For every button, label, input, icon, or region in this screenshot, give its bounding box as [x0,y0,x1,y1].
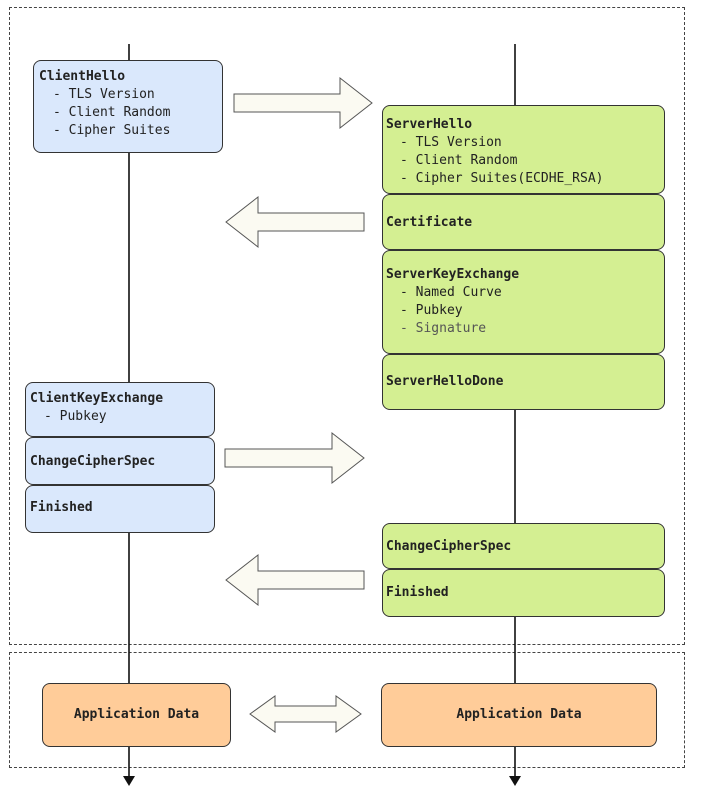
server-key-exchange-title: ServerKeyExchange [386,267,520,282]
server-key-exchange-item: - Named Curve [400,285,502,300]
arrow-server-hello-to-client [225,195,365,249]
arrow-key-exchange-to-server [224,431,365,485]
server-change-cipher-spec-box: ChangeCipherSpec [382,523,665,569]
client-hello-box: ClientHello - TLS Version - Client Rando… [33,60,223,153]
server-application-data-label: Application Data [456,707,582,722]
server-hello-title: ServerHello [386,117,473,132]
client-hello-item: - Cipher Suites [53,123,171,138]
client-finished-title: Finished [30,500,93,515]
server-hello-item: - Client Random [400,153,518,168]
arrow-server-finished-to-client [225,553,365,607]
client-hello-item: - Client Random [53,105,171,120]
client-key-exchange-title: ClientKeyExchange [30,391,164,406]
server-key-exchange-item: - Pubkey [400,303,463,318]
server-key-exchange-item: - Signature [400,321,487,336]
server-hello-item: - TLS Version [400,135,502,150]
client-lifeline-arrowhead [123,776,135,786]
server-hello-item: - Cipher Suites(ECDHE_RSA) [400,171,604,186]
server-finished-title: Finished [386,585,449,600]
server-change-cipher-spec-title: ChangeCipherSpec [386,539,512,554]
client-key-exchange-box: ClientKeyExchange - Pubkey [25,382,215,437]
arrow-client-hello-to-server [233,76,373,130]
client-application-data-label: Application Data [73,707,200,722]
client-application-data-box: Application Data [42,683,231,747]
certificate-box: Certificate [382,194,665,250]
client-hello-item: - TLS Version [53,87,155,102]
client-finished-box: Finished [25,485,215,533]
client-key-exchange-item: - Pubkey [44,409,107,424]
client-change-cipher-spec-title: ChangeCipherSpec [30,454,156,469]
certificate-title: Certificate [386,215,473,230]
arrow-application-data-bidirectional [249,695,362,733]
handshake-frame [9,7,685,645]
client-hello-title: ClientHello [39,69,126,84]
server-hello-done-box: ServerHelloDone [382,354,665,410]
application-data-frame [9,652,685,768]
client-change-cipher-spec-box: ChangeCipherSpec [25,437,215,485]
server-lifeline-arrowhead [509,776,521,786]
server-key-exchange-box: ServerKeyExchange - Named Curve - Pubkey… [382,250,665,354]
server-finished-box: Finished [382,569,665,617]
server-hello-done-title: ServerHelloDone [386,374,504,389]
server-hello-box: ServerHello - TLS Version - Client Rando… [382,105,665,194]
server-application-data-box: Application Data [381,683,657,747]
